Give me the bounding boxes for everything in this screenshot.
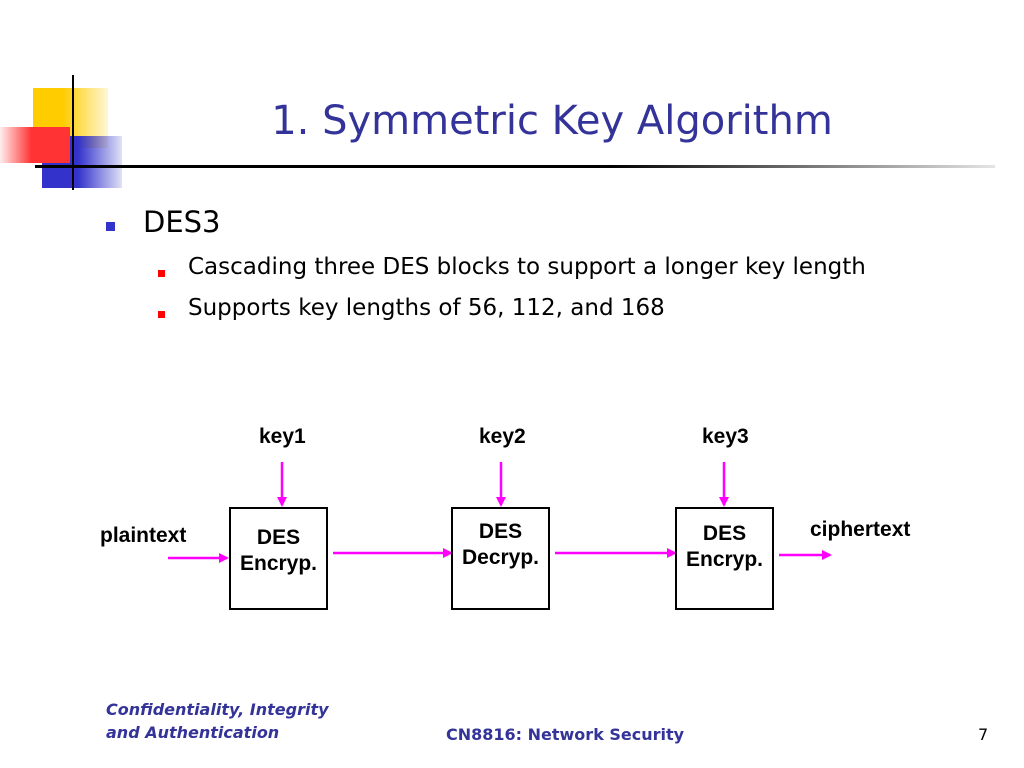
footer-left-line1: Confidentiality, Integrity bbox=[106, 700, 329, 719]
box-line-2: Encryp. bbox=[239, 552, 318, 575]
sub-bullet-text: Cascading three DES blocks to support a … bbox=[188, 254, 866, 280]
footer-left-line2: and Authentication bbox=[106, 723, 280, 742]
des-encrypt-box-1: DES Encryp. bbox=[229, 507, 328, 610]
box-line-1: DES bbox=[256, 526, 301, 549]
sub-bullet-marker bbox=[158, 270, 165, 277]
title-underline bbox=[35, 165, 995, 168]
key1-label: key1 bbox=[259, 425, 306, 448]
sub-bullet-text: Supports key lengths of 56, 112, and 168 bbox=[188, 295, 665, 321]
footer-course-title: CN8816: Network Security bbox=[446, 725, 685, 744]
des-encrypt-box-2: DES Encryp. bbox=[675, 507, 774, 610]
key2-label: key2 bbox=[479, 425, 526, 448]
slide-title: 1. Symmetric Key Algorithm bbox=[271, 98, 833, 144]
des-decrypt-box: DES Decryp. bbox=[451, 507, 550, 610]
plaintext-label: plaintext bbox=[100, 524, 187, 547]
main-bullet-text: DES3 bbox=[143, 205, 221, 239]
page-number: 7 bbox=[978, 725, 989, 744]
sub-bullet-marker bbox=[158, 311, 165, 318]
deco-vertical-line bbox=[72, 75, 74, 190]
main-bullet-marker bbox=[106, 222, 115, 231]
box-line-2: Encryp. bbox=[685, 548, 764, 571]
box-line-1: DES bbox=[702, 522, 747, 545]
deco-red-bar bbox=[0, 127, 70, 163]
key3-label: key3 bbox=[702, 425, 749, 448]
ciphertext-label: ciphertext bbox=[810, 518, 911, 541]
box-line-2: Decryp. bbox=[461, 546, 540, 569]
box-line-1: DES bbox=[478, 520, 523, 543]
